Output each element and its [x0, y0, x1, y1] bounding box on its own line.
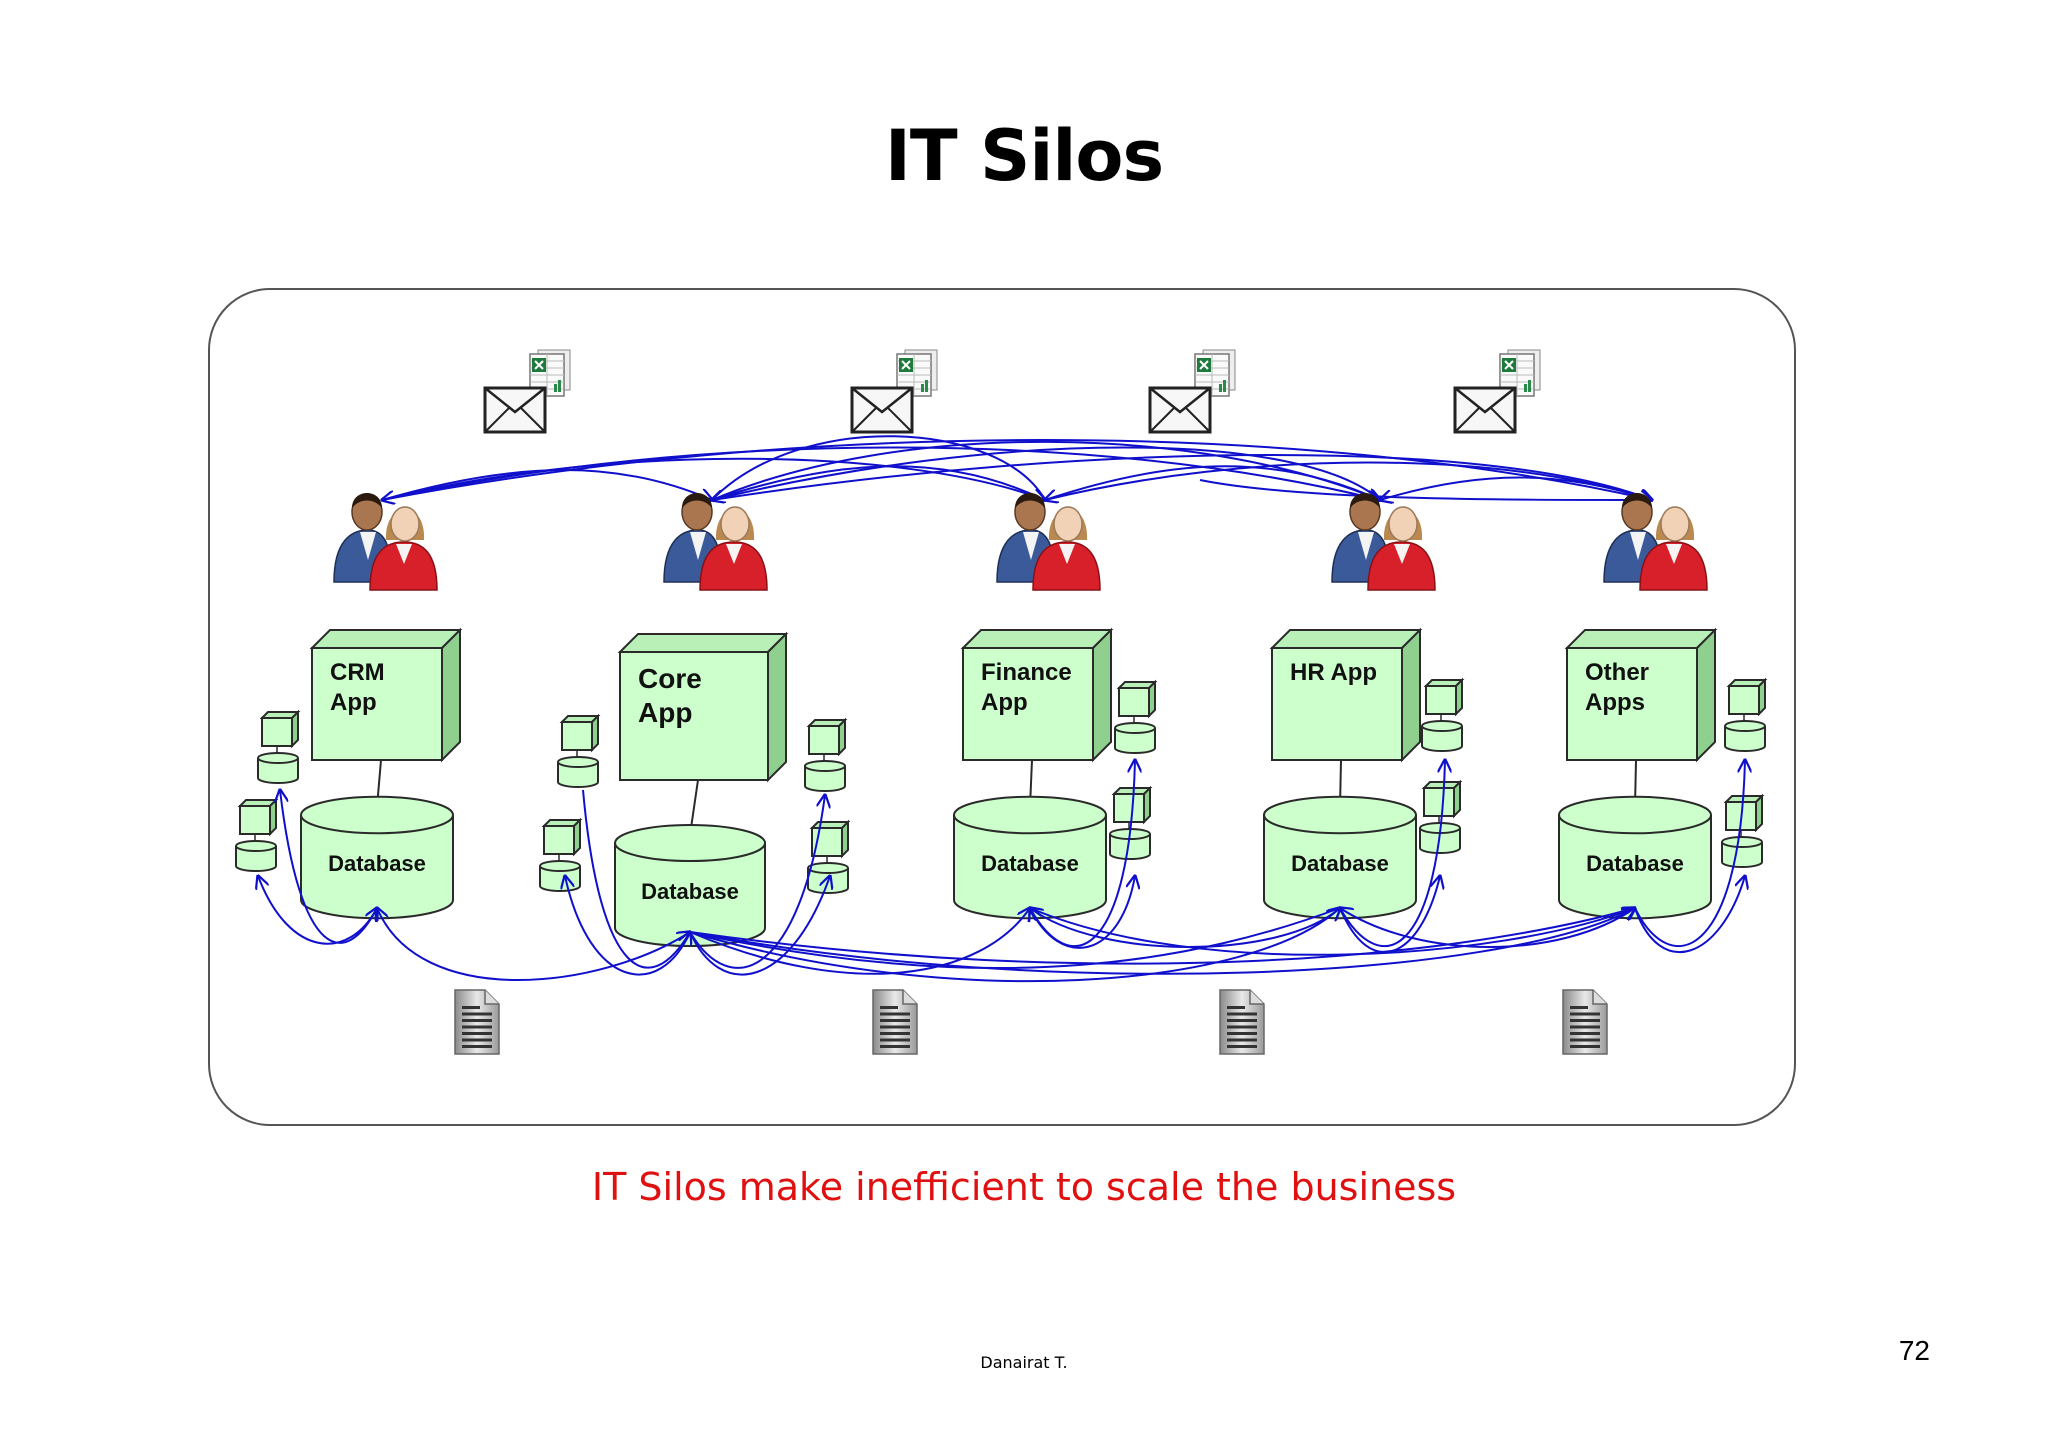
users-icon: [333, 493, 438, 591]
integration-component: [557, 713, 601, 788]
app-label-line2: Apps: [1585, 689, 1645, 716]
excel-spreadsheet-icon: [1499, 349, 1541, 397]
component-cylinder: [557, 756, 599, 788]
user-link-arrows: [382, 435, 1652, 500]
app-label: CRM: [330, 659, 385, 686]
database-cylinder: [1558, 795, 1712, 920]
component-cube: [1723, 793, 1765, 833]
app-label: Finance: [981, 659, 1072, 686]
page-title: IT Silos: [884, 115, 1164, 197]
document-icon: [454, 989, 500, 1055]
excel-spreadsheet-icon: [1194, 349, 1236, 397]
integration-component: [539, 817, 583, 892]
component-cylinder: [1721, 836, 1763, 868]
app-label-line2: App: [638, 697, 692, 728]
database-label: Database: [981, 851, 1079, 876]
author-footer: Danairat T.: [980, 1353, 1068, 1372]
users-icon: [663, 493, 768, 591]
component-cube: [1111, 785, 1153, 825]
component-cylinder: [235, 840, 277, 872]
database-label: Database: [1291, 851, 1389, 876]
integration-component: [1109, 785, 1153, 860]
integration-component: [1114, 679, 1158, 754]
integration-component: [1721, 793, 1765, 868]
excel-spreadsheet-icon: [896, 349, 938, 397]
component-cube: [1726, 677, 1768, 717]
integration-component: [804, 717, 848, 792]
integration-component: [1421, 677, 1465, 752]
users-icon: [1603, 493, 1708, 591]
component-cube: [1116, 679, 1158, 719]
component-cube: [559, 713, 601, 753]
component-cube: [259, 709, 301, 749]
data-link-arrows: [258, 760, 1745, 983]
component-cylinder: [1421, 720, 1463, 752]
users-icon: [996, 493, 1101, 591]
envelope-icon: [1453, 386, 1517, 434]
database-label: Database: [1586, 851, 1684, 876]
app-box: [309, 627, 463, 763]
users-icon: [1331, 493, 1436, 591]
integration-component: [1419, 779, 1463, 854]
app-box: [960, 627, 1114, 763]
component-cube: [541, 817, 583, 857]
app-box: [1269, 627, 1423, 763]
component-cylinder: [1724, 720, 1766, 752]
document-icon: [1219, 989, 1265, 1055]
app-box: [617, 631, 789, 783]
component-cylinder: [1114, 722, 1156, 754]
component-cylinder: [539, 860, 581, 892]
integration-component: [257, 709, 301, 784]
component-cube: [806, 717, 848, 757]
page-number: 72: [1898, 1335, 1930, 1366]
app-label: Other: [1585, 659, 1649, 686]
component-cylinder: [257, 752, 299, 784]
app-label-line2: App: [330, 689, 377, 716]
app-box: [1564, 627, 1718, 763]
component-cube: [1423, 677, 1465, 717]
app-label-line2: App: [981, 689, 1028, 716]
envelope-icon: [483, 386, 547, 434]
integration-component: [1724, 677, 1768, 752]
component-cube: [237, 797, 279, 837]
envelope-icon: [1148, 386, 1212, 434]
component-cylinder: [1419, 822, 1461, 854]
slide-subtitle: IT Silos make inefficient to scale the b…: [591, 1165, 1457, 1209]
database-label: Database: [328, 851, 426, 876]
document-icon: [872, 989, 918, 1055]
component-cylinder: [804, 760, 846, 792]
integration-component: [235, 797, 279, 872]
component-cylinder: [807, 862, 849, 894]
envelope-icon: [850, 386, 914, 434]
app-label: HR App: [1290, 659, 1377, 686]
database-label: Database: [641, 879, 739, 904]
document-icon: [1562, 989, 1608, 1055]
app-label: Core: [638, 663, 702, 694]
